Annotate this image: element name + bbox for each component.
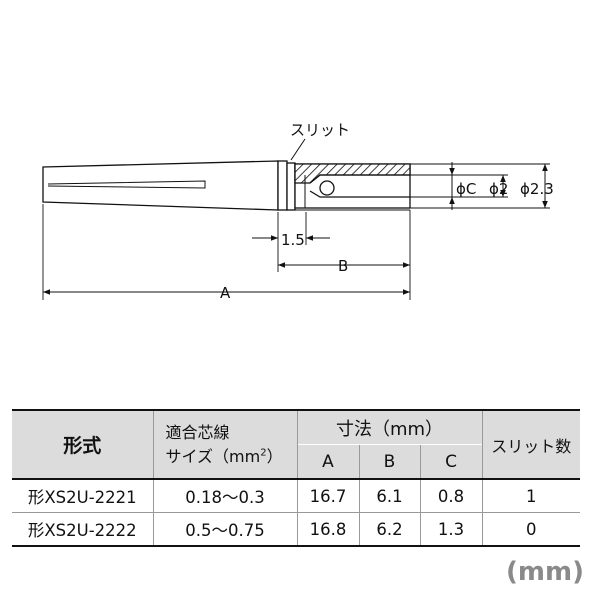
cell-a: 16.7 bbox=[296, 478, 359, 513]
slit-label: スリット bbox=[290, 121, 350, 139]
table-row: 形XS2U-2221 0.18〜0.3 16.7 6.1 0.8 1 bbox=[12, 478, 581, 513]
collar-ring bbox=[277, 160, 288, 211]
cell-size: 0.5〜0.75 bbox=[152, 512, 297, 547]
dim-phi-2-label: ϕ2 bbox=[489, 180, 508, 198]
header-row-2: A B C bbox=[12, 444, 580, 479]
cell-slits: 0 bbox=[481, 512, 581, 547]
cell-model: 形XS2U-2221 bbox=[12, 478, 153, 513]
slit-leader bbox=[290, 138, 306, 161]
cell-model: 形XS2U-2222 bbox=[12, 512, 153, 547]
header-slits: スリット数 bbox=[481, 409, 581, 479]
header-b: B bbox=[358, 444, 420, 479]
cell-c: 0.8 bbox=[419, 478, 483, 513]
collar-flange bbox=[286, 162, 296, 211]
header-size-sup: 2 bbox=[260, 447, 267, 459]
table-row: 形XS2U-2222 0.5〜0.75 16.8 6.2 1.3 0 bbox=[12, 512, 581, 547]
extension-lines bbox=[42, 163, 550, 300]
dim-1-5-label: 1.5 bbox=[281, 231, 305, 249]
pin-body bbox=[42, 160, 411, 211]
header-size: 適合芯線 サイズ（mm2） bbox=[152, 409, 297, 479]
cell-b: 6.1 bbox=[358, 478, 420, 513]
pin-tip bbox=[42, 160, 279, 211]
cell-size: 0.18〜0.3 bbox=[152, 478, 297, 513]
pin-dimension-drawing: スリット 1.5 B A ϕC ϕ2 ϕ2.3 bbox=[42, 121, 554, 302]
cell-a: 16.8 bbox=[296, 512, 359, 547]
dim-b-label: B bbox=[338, 257, 348, 275]
cell-c: 1.3 bbox=[419, 512, 483, 547]
dim-phi-c-label: ϕC bbox=[456, 180, 476, 198]
header-size-line1: 適合芯線 bbox=[165, 423, 230, 443]
header-c: C bbox=[419, 444, 483, 479]
header-size-close: ） bbox=[266, 446, 283, 466]
cell-b: 6.2 bbox=[358, 512, 420, 547]
header-dims: 寸法（mm） bbox=[296, 409, 483, 445]
header-model: 形式 bbox=[12, 409, 153, 479]
tip-slit bbox=[47, 180, 206, 189]
inspection-hole bbox=[319, 180, 335, 196]
cell-slits: 1 bbox=[481, 478, 581, 513]
unit-note: (mm) bbox=[506, 557, 584, 587]
spec-table: 形式 適合芯線 サイズ（mm2） 寸法（mm） スリット数 A B C 形XS2… bbox=[12, 409, 581, 547]
header-size-line2: サイズ（mm bbox=[165, 446, 261, 466]
header-row-1: 形式 適合芯線 サイズ（mm2） 寸法（mm） スリット数 bbox=[12, 409, 581, 479]
dim-phi-2-3-label: ϕ2.3 bbox=[520, 180, 554, 198]
dim-a-label: A bbox=[220, 284, 231, 302]
header-a: A bbox=[296, 444, 359, 479]
